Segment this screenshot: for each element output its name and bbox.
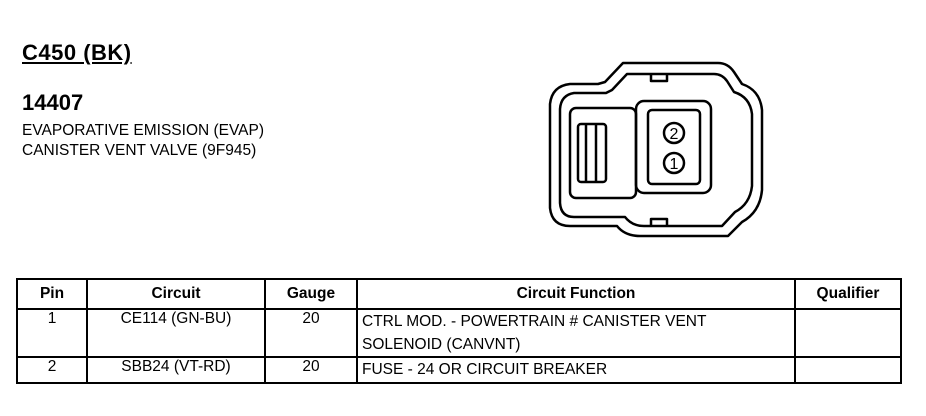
- description-line-2: CANISTER VENT VALVE (9F945): [22, 142, 257, 159]
- table-row: 2 SBB24 (VT-RD) 20 FUSE - 24 OR CIRCUIT …: [16, 356, 902, 384]
- pin-1-circle: [662, 151, 686, 175]
- pin-1-label: 1: [670, 156, 679, 173]
- description-line-1: EVAPORATIVE EMISSION (EVAP): [22, 122, 265, 139]
- header-circuit: Circuit: [86, 278, 266, 310]
- gauge-cell: 20: [264, 356, 358, 384]
- qualifier-cell: [794, 308, 902, 358]
- circuit-cell: CE114 (GN-BU): [86, 308, 266, 358]
- table-row: 1 CE114 (GN-BU) 20 CTRL MOD. - POWERTRAI…: [16, 308, 902, 358]
- header-gauge: Gauge: [264, 278, 358, 310]
- gauge-cell: 20: [264, 308, 358, 358]
- pin-cell: 1: [16, 308, 88, 358]
- terminal-cavity-outer: [634, 99, 713, 195]
- pin-2-label: 2: [670, 126, 679, 143]
- part-number: 14407: [22, 90, 84, 115]
- latch-tab: [576, 122, 608, 184]
- function-line: SOLENOID (CANVNT): [362, 336, 521, 353]
- function-cell: CTRL MOD. - POWERTRAIN # CANISTER VENT S…: [356, 308, 796, 358]
- header-pin: Pin: [16, 278, 88, 310]
- connector-id: C450 (BK): [22, 40, 132, 65]
- component-description: EVAPORATIVE EMISSION (EVAP) CANISTER VEN…: [22, 121, 264, 161]
- header-circuit-function: Circuit Function: [356, 278, 796, 310]
- pin-table: Pin Circuit Gauge Circuit Function Quali…: [16, 278, 902, 384]
- terminal-cavity-inner: [646, 108, 702, 186]
- housing-notch-bottom: [649, 217, 669, 226]
- header-qualifier: Qualifier: [794, 278, 902, 310]
- function-line: CTRL MOD. - POWERTRAIN # CANISTER VENT: [362, 313, 707, 330]
- function-cell: FUSE - 24 OR CIRCUIT BREAKER: [356, 356, 796, 384]
- pin-table-header: Pin Circuit Gauge Circuit Function Quali…: [16, 278, 902, 310]
- latch-frame: [568, 106, 638, 200]
- housing-outline: [548, 61, 764, 238]
- pin-2-circle: [662, 121, 686, 145]
- function-line: FUSE - 24 OR CIRCUIT BREAKER: [362, 361, 608, 378]
- connector-face-diagram: 2 1: [548, 61, 764, 238]
- housing-notch-top: [649, 74, 669, 83]
- housing-inner-outline: [558, 72, 754, 228]
- pin-cell: 2: [16, 356, 88, 384]
- circuit-cell: SBB24 (VT-RD): [86, 356, 266, 384]
- qualifier-cell: [794, 356, 902, 384]
